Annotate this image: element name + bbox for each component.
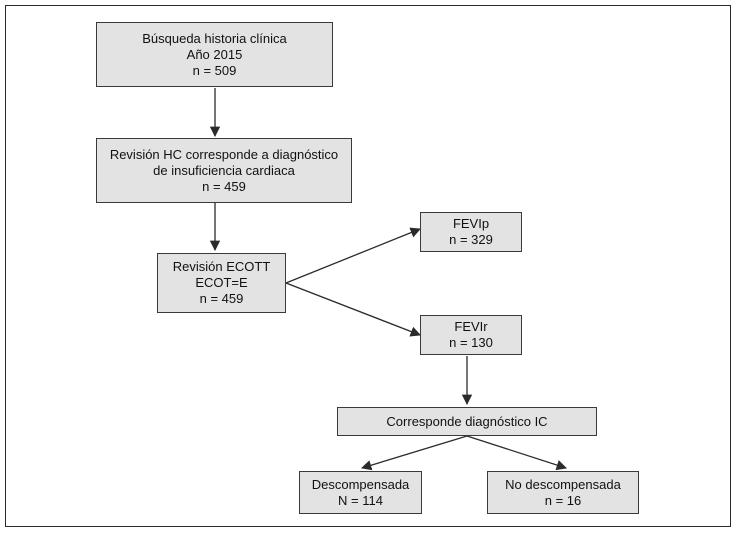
node-review-hc-line-1: Revisión HC corresponde a diagnóstico xyxy=(109,146,339,162)
node-decompensated: Descompensada N = 114 xyxy=(299,471,422,514)
node-fevir: FEVIr n = 130 xyxy=(420,315,522,355)
node-search-line-3: n = 509 xyxy=(192,62,237,78)
node-fevip: FEVIp n = 329 xyxy=(420,212,522,252)
arrow-review-ecott-to-fevip xyxy=(285,227,421,284)
node-not-decompensated: No descompensada n = 16 xyxy=(487,471,639,514)
arrow-review-ecott-to-fevir xyxy=(285,282,421,337)
node-review-ecott-line-1: Revisión ECOTT xyxy=(172,259,271,274)
node-diagnosis-ic-line-1: Corresponde diagnóstico IC xyxy=(386,413,548,429)
node-review-ecott-line-3: n = 459 xyxy=(199,291,244,306)
node-search-line-2: Año 2015 xyxy=(186,46,243,62)
node-review-ecott-line-2: ECOT=E xyxy=(195,275,248,290)
node-fevir-line-2: n = 130 xyxy=(449,335,493,350)
node-not-decompensated-line-1: No descompensada xyxy=(505,476,621,492)
node-decompensated-line-2: N = 114 xyxy=(338,492,383,508)
node-diagnosis-ic: Corresponde diagnóstico IC xyxy=(337,407,597,436)
node-not-decompensated-line-2: n = 16 xyxy=(544,492,582,508)
node-review-hc-line-3: n = 459 xyxy=(202,178,246,194)
node-review-hc-line-2: de insuficiencia cardiaca xyxy=(153,162,295,178)
arrow-diagnosis-ic-to-not-decompensated xyxy=(466,435,567,471)
node-decompensated-line-1: Descompensada xyxy=(311,476,410,492)
arrow-diagnosis-ic-to-decompensated xyxy=(361,435,468,471)
node-fevip-line-1: FEVIp xyxy=(452,216,490,231)
node-fevip-line-2: n = 329 xyxy=(449,232,493,247)
node-search-line-1: Búsqueda historia clínica xyxy=(142,30,287,46)
node-review-ecott: Revisión ECOTT ECOT=E n = 459 xyxy=(157,253,286,313)
node-fevir-line-1: FEVIr xyxy=(454,319,488,334)
node-review-hc: Revisión HC corresponde a diagnóstico de… xyxy=(96,138,352,203)
figure-frame xyxy=(5,5,731,527)
node-search: Búsqueda historia clínica Año 2015 n = 5… xyxy=(96,22,333,87)
